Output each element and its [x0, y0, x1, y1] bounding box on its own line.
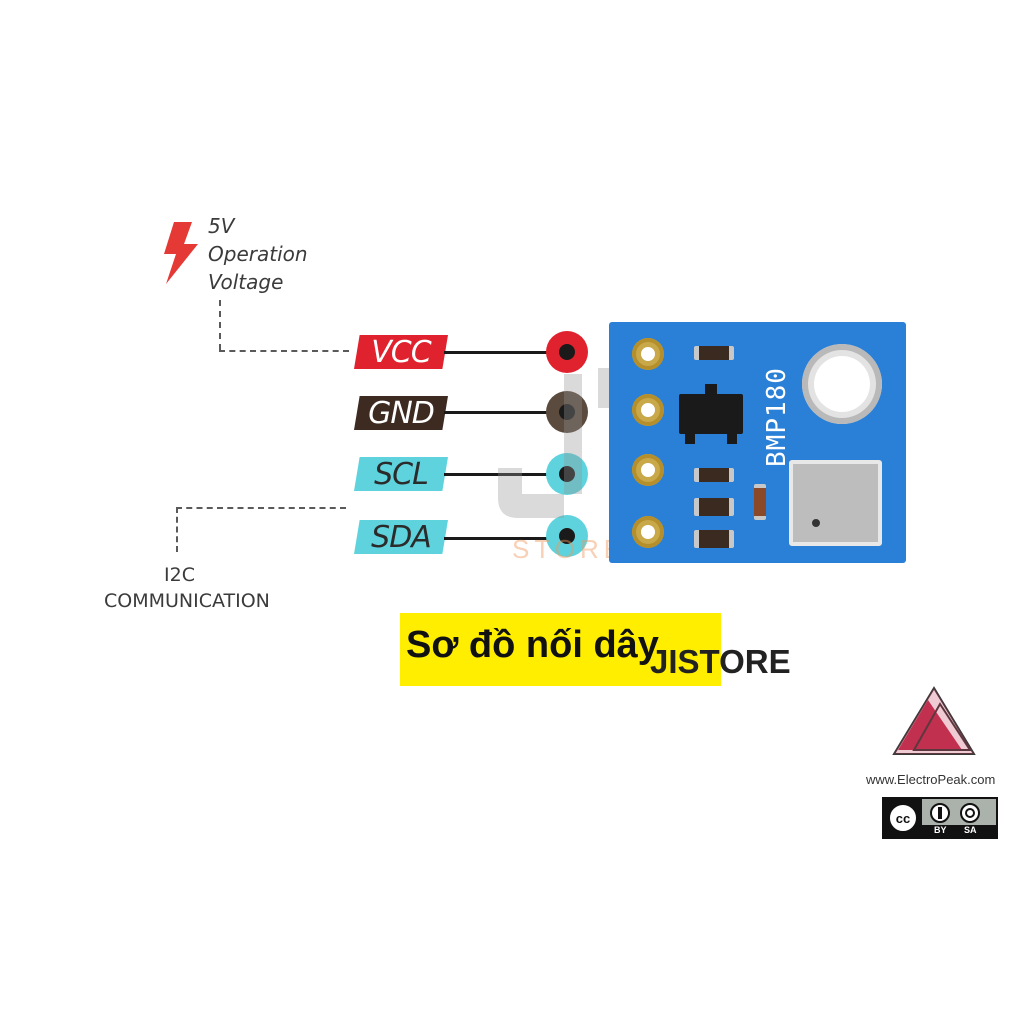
- caption-title: Sơ đồ nối dây: [406, 624, 659, 666]
- i2c-annotation: I2C COMMUNICATION: [104, 562, 270, 614]
- gnd-pin-tag: GND: [354, 396, 448, 430]
- scl-wire: [444, 473, 564, 476]
- regulator-pin-1: [685, 434, 695, 444]
- connector-dots: [546, 331, 588, 557]
- brand-text: JISTORE: [650, 643, 791, 680]
- sa-arrow-glyph: [965, 808, 975, 818]
- vcc-leader-vertical: [219, 300, 221, 350]
- sda-pad: [632, 516, 664, 548]
- electropeak-site: www.ElectroPeak.com: [866, 772, 996, 787]
- gnd-pad: [632, 394, 664, 426]
- cc-icon-text: cc: [895, 810, 911, 826]
- smd-resistor-4: [694, 530, 734, 548]
- voltage-label-2: Voltage: [208, 270, 284, 294]
- i2c-leader-horizontal: [176, 507, 346, 509]
- vcc-pin-label: VCC: [371, 334, 431, 370]
- regulator-chip: [679, 394, 743, 434]
- gnd-wire: [444, 411, 564, 414]
- watermark-text: STORE: [512, 534, 627, 564]
- sensor-chip: [789, 460, 882, 546]
- voltage-label-1: Operation: [208, 242, 308, 266]
- voltage-annotation: 5V Operation Voltage: [208, 212, 308, 296]
- gnd-pin-label: GND: [368, 395, 435, 431]
- smd-resistor-1: [694, 346, 734, 360]
- scl-pad: [632, 454, 664, 486]
- cc-badge-strip: [922, 825, 996, 837]
- license-sa-label: SA: [964, 825, 977, 835]
- communication-label: COMMUNICATION: [104, 590, 270, 612]
- sensor-dot: [812, 519, 820, 527]
- sda-pin-label: SDA: [371, 519, 432, 555]
- vcc-leader-horizontal: [219, 350, 349, 352]
- lightning-icon: [164, 222, 198, 284]
- bmp180-board: BMP180: [609, 322, 906, 563]
- cc-icon: cc: [888, 803, 918, 833]
- vcc-wire: [444, 351, 564, 354]
- chip-label: BMP180: [762, 367, 792, 467]
- regulator-pin-2: [727, 434, 737, 444]
- smd-capacitor: [754, 484, 766, 520]
- scl-pin-label: SCL: [374, 456, 429, 492]
- i2c-leader-vertical: [176, 507, 178, 552]
- scl-pin-tag: SCL: [354, 457, 448, 491]
- cc-license-badge: cc BY SA: [882, 797, 998, 839]
- license-by-label: BY: [934, 825, 947, 835]
- mounting-hole-center: [814, 356, 870, 412]
- voltage-value: 5V: [208, 214, 235, 238]
- smd-resistor-2: [694, 468, 734, 482]
- vcc-pin-tag: VCC: [354, 335, 448, 369]
- watermark-logo: [498, 368, 616, 518]
- regulator-tab: [705, 384, 717, 394]
- smd-resistor-3: [694, 498, 734, 516]
- by-person-glyph: [938, 807, 942, 819]
- caption-highlight: [400, 613, 721, 686]
- i2c-label: I2C: [164, 564, 195, 586]
- sda-pin-tag: SDA: [354, 520, 448, 554]
- vcc-pad: [632, 338, 664, 370]
- electropeak-logo: [892, 686, 976, 755]
- sda-wire: [444, 537, 564, 540]
